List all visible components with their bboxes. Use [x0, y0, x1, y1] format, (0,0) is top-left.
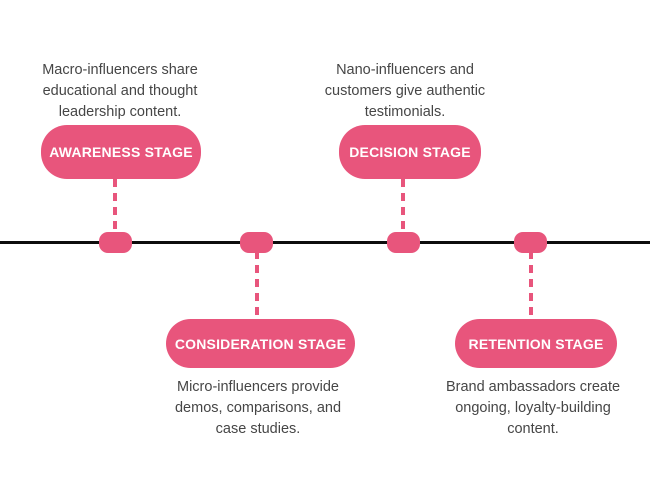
stage-description-consideration: Micro-influencers provide demos, compari…: [174, 379, 342, 437]
timeline-axis: [0, 241, 650, 244]
stage-description-awareness: Macro-influencers share educational and …: [42, 62, 198, 120]
stage-badge-retention-label: RETENTION STAGE: [468, 335, 604, 352]
stage-badge-retention: RETENTION STAGE: [455, 319, 617, 368]
stage-description-retention: Brand ambassadors create ongoing, loyalt…: [445, 379, 621, 437]
connector-decision: [401, 179, 405, 236]
connector-retention: [529, 251, 533, 320]
stage-badge-awareness: AWARENESS STAGE: [41, 125, 201, 179]
stage-badge-awareness-label: AWARENESS STAGE: [49, 144, 193, 160]
connector-consideration: [255, 251, 259, 320]
timeline-node-decision: [387, 232, 420, 253]
connector-awareness: [113, 179, 117, 236]
timeline-node-consideration: [240, 232, 273, 253]
stage-badge-decision: DECISION STAGE: [339, 125, 481, 179]
timeline-node-awareness: [99, 232, 132, 253]
stage-description-decision: Nano-influencers and customers give auth…: [324, 62, 486, 120]
stage-badge-consideration-label: CONSIDERATION STAGE: [174, 335, 347, 352]
timeline-node-retention: [514, 232, 547, 253]
stage-badge-consideration: CONSIDERATION STAGE: [166, 319, 355, 368]
stage-badge-decision-label: DECISION STAGE: [349, 144, 471, 160]
